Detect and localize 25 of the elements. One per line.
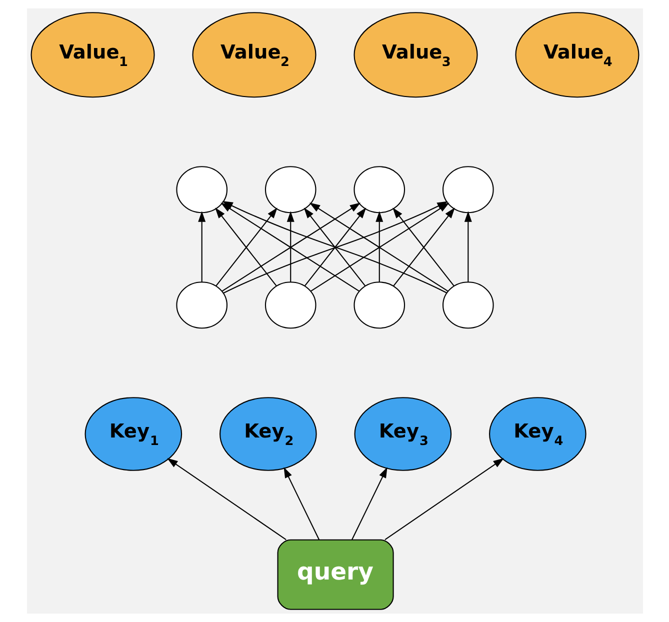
arrow xyxy=(286,211,294,282)
node-circle xyxy=(442,166,494,214)
arrow xyxy=(384,458,504,540)
arrow xyxy=(351,467,387,540)
node-ellipse: Key$_{4}$ xyxy=(488,397,586,471)
node-box: query xyxy=(276,539,394,610)
node-circle xyxy=(176,282,228,329)
node-ellipse: Key$_{3}$ xyxy=(354,397,452,471)
arrow xyxy=(375,211,383,282)
arrow xyxy=(198,211,206,282)
node-ellipse: Value$_{3}$ xyxy=(353,12,478,98)
node-circle xyxy=(442,282,494,329)
node-ellipse: Value$_{1}$ xyxy=(30,12,154,98)
node-circle xyxy=(353,166,405,214)
node-ellipse: Key$_{2}$ xyxy=(219,397,316,471)
node-ellipse: Value$_{4}$ xyxy=(514,12,639,98)
arrow xyxy=(166,458,286,540)
node-ellipse: Value$_{2}$ xyxy=(192,12,316,98)
node-circle xyxy=(264,282,316,329)
node-circle xyxy=(353,282,405,329)
arrow xyxy=(464,211,472,282)
arrow xyxy=(283,467,320,540)
node-circle xyxy=(264,166,316,214)
node-ellipse: Key$_{1}$ xyxy=(84,397,182,471)
node-circle xyxy=(176,166,228,214)
